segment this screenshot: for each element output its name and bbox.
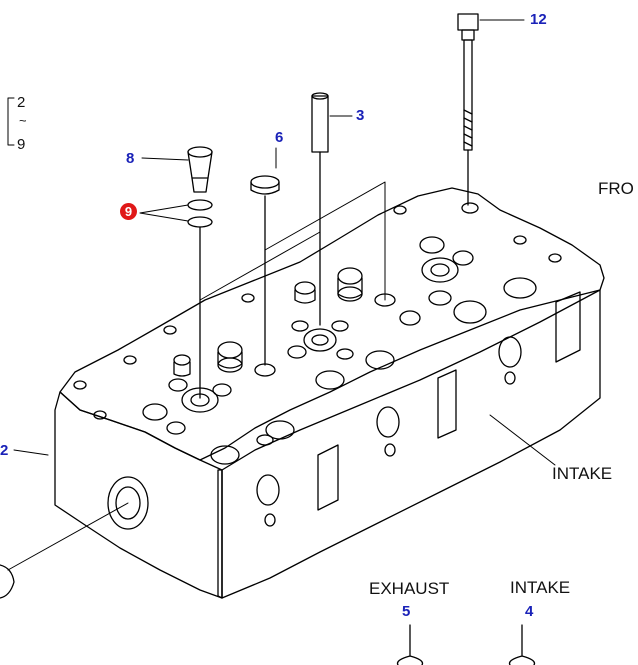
callout-6: 6 <box>275 129 284 146</box>
label-front: FRO <box>598 179 634 198</box>
range-from: 2 <box>17 94 26 111</box>
callout-4: 4 <box>525 603 534 620</box>
callout-2-left: 2 <box>0 442 9 459</box>
valve-guide <box>311 92 329 326</box>
cylinder-head-bolt <box>457 13 479 206</box>
callout-12: 12 <box>530 11 547 28</box>
label-intake-side: INTAKE <box>552 464 613 483</box>
callout-8: 8 <box>126 150 135 167</box>
label-exhaust: EXHAUST <box>369 579 450 598</box>
callout-9-highlighted[interactable]: 9 <box>120 203 137 220</box>
valves <box>396 624 536 665</box>
callout-3: 3 <box>356 107 365 124</box>
injector-sleeve <box>187 146 213 193</box>
label-intake: INTAKE <box>510 578 571 597</box>
range-separator: ~ <box>19 113 27 128</box>
intake-ports <box>256 291 581 527</box>
cylinder-head-body <box>0 187 605 599</box>
range-to: 9 <box>17 136 26 153</box>
range-bracket <box>7 97 15 146</box>
leader-lines <box>7 19 556 571</box>
deck-features <box>73 202 562 465</box>
valve-stem-seal <box>250 175 280 366</box>
callout-5: 5 <box>402 603 411 620</box>
